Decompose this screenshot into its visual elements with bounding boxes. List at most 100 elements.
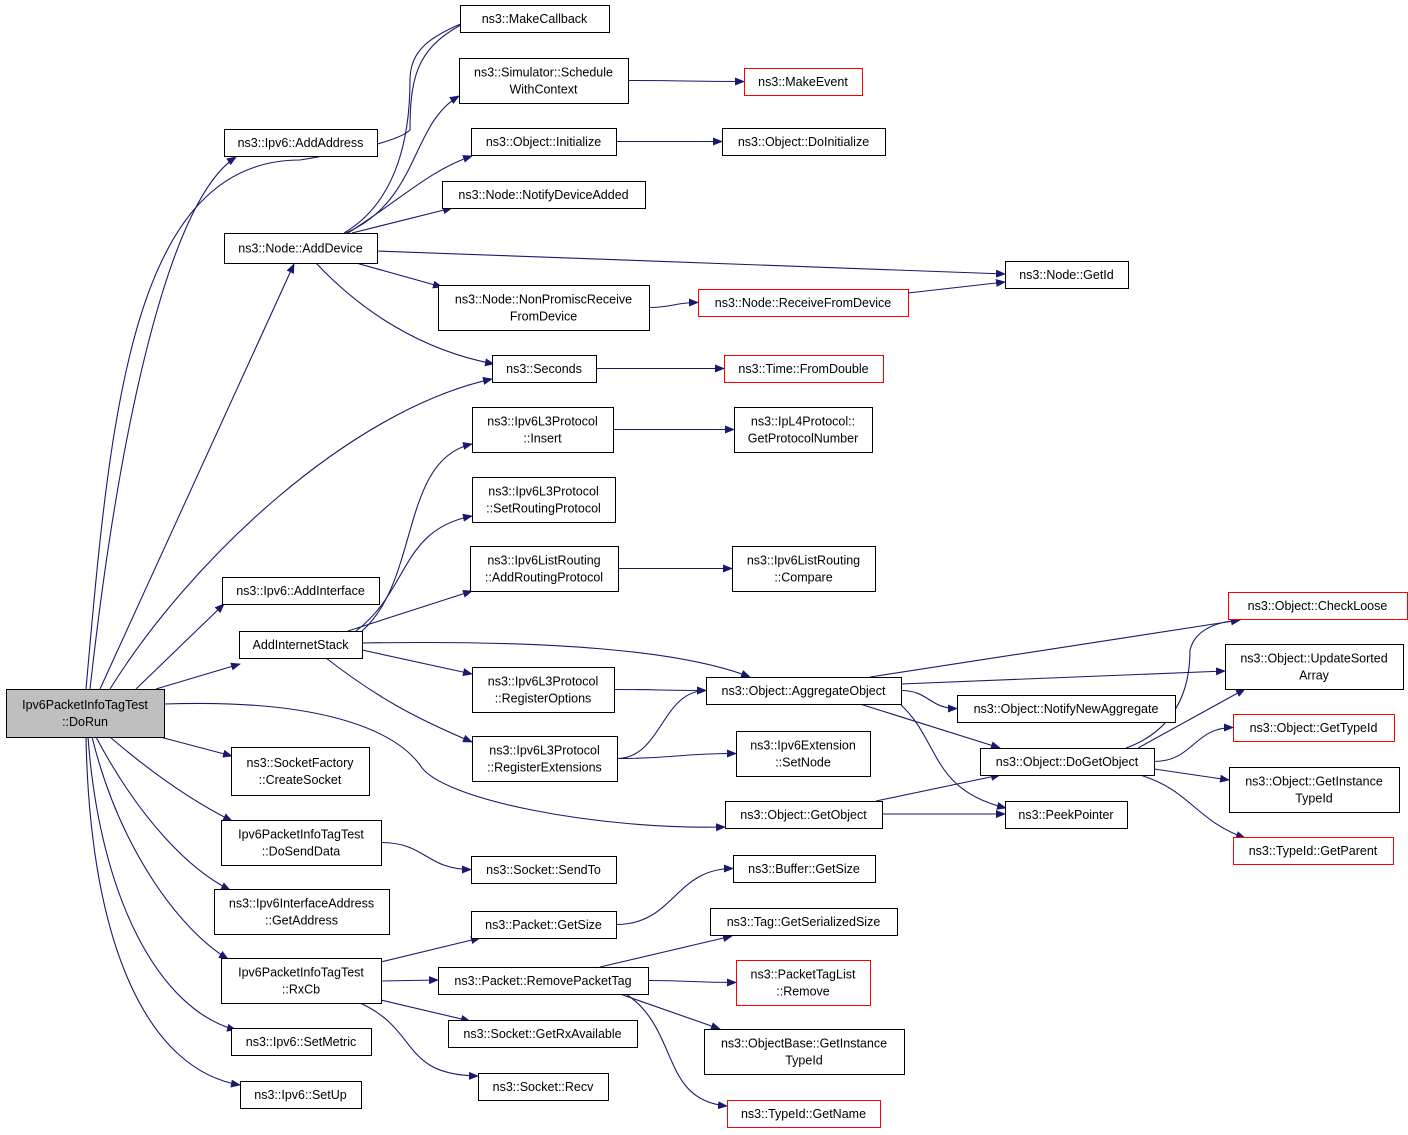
- node-box[interactable]: [471, 911, 617, 939]
- edge-object_aggregateobject-to-object_dogetobject: [859, 703, 1001, 750]
- node-box[interactable]: [472, 736, 618, 782]
- node-box[interactable]: [1233, 837, 1394, 865]
- node-typeid-getparent[interactable]: ns3::TypeId::GetParent: [1233, 837, 1394, 865]
- node-ipl4protocol-getprotocolnumber[interactable]: ns3::IpL4Protocol::GetProtocolNumber: [734, 407, 873, 453]
- node-node-getid[interactable]: ns3::Node::GetId: [1005, 261, 1129, 289]
- node-box[interactable]: [448, 1020, 638, 1048]
- node-time-fromdouble[interactable]: ns3::Time::FromDouble: [724, 355, 884, 383]
- node-buffer-getsize[interactable]: ns3::Buffer::GetSize: [733, 855, 876, 883]
- node-ipv6l3-registeroptions[interactable]: ns3::Ipv6L3Protocol::RegisterOptions: [472, 667, 615, 713]
- node-object-getobject[interactable]: ns3::Object::GetObject: [725, 801, 883, 829]
- node-box[interactable]: [478, 1073, 609, 1101]
- node-box[interactable]: [224, 129, 378, 157]
- node-tag-getserializedsize[interactable]: ns3::Tag::GetSerializedSize: [710, 908, 898, 936]
- node-box[interactable]: [442, 181, 646, 209]
- node-socket-sendto[interactable]: ns3::Socket::SendTo: [471, 856, 617, 884]
- node-object-dogetobject[interactable]: ns3::Object::DoGetObject: [980, 748, 1155, 776]
- node-box[interactable]: [734, 407, 873, 453]
- node-ipv6-setmetric[interactable]: ns3::Ipv6::SetMetric: [231, 1028, 372, 1056]
- node-box[interactable]: [438, 967, 649, 995]
- node-box[interactable]: [957, 695, 1176, 723]
- node-box[interactable]: [6, 689, 165, 738]
- node-object-notifynewaggregate[interactable]: ns3::Object::NotifyNewAggregate: [957, 695, 1176, 723]
- node-box[interactable]: [459, 58, 629, 104]
- node-box[interactable]: [224, 233, 378, 264]
- node-object-doinitialize[interactable]: ns3::Object::DoInitialize: [722, 128, 886, 156]
- node-node-notifydeviceadded[interactable]: ns3::Node::NotifyDeviceAdded: [442, 181, 646, 209]
- node-box[interactable]: [727, 1100, 881, 1128]
- node-ipv6listrouting-compare[interactable]: ns3::Ipv6ListRouting::Compare: [732, 546, 876, 592]
- node-box[interactable]: [222, 577, 380, 605]
- node-socketfactory-createsocket[interactable]: ns3::SocketFactory::CreateSocket: [231, 747, 370, 796]
- node-ipv6extension-setnode[interactable]: ns3::Ipv6Extension::SetNode: [736, 731, 871, 777]
- node-object-gettypeid[interactable]: ns3::Object::GetTypeId: [1233, 714, 1395, 742]
- node-box[interactable]: [725, 801, 883, 829]
- node-peekpointer[interactable]: ns3::PeekPointer: [1005, 801, 1128, 829]
- node-object-initialize[interactable]: ns3::Object::Initialize: [471, 128, 617, 156]
- node-box[interactable]: [736, 960, 871, 1006]
- node-box[interactable]: [1233, 714, 1395, 742]
- node-ipv6-setup[interactable]: ns3::Ipv6::SetUp: [240, 1081, 362, 1109]
- node-box[interactable]: [698, 289, 909, 317]
- node-object-aggregateobject[interactable]: ns3::Object::AggregateObject: [706, 677, 902, 705]
- node-seconds[interactable]: ns3::Seconds: [492, 355, 597, 383]
- node-makecallback[interactable]: ns3::MakeCallback: [460, 5, 610, 33]
- node-ipv6l3-registerextensions[interactable]: ns3::Ipv6L3Protocol::RegisterExtensions: [472, 736, 618, 782]
- node-box[interactable]: [1005, 801, 1128, 829]
- node-box[interactable]: [221, 958, 382, 1004]
- node-box[interactable]: [1225, 644, 1404, 690]
- node-box[interactable]: [214, 889, 390, 935]
- node-addinternetstack[interactable]: AddInternetStack: [239, 631, 363, 659]
- node-box[interactable]: [438, 285, 650, 331]
- node-box[interactable]: [732, 546, 876, 592]
- node-box[interactable]: [471, 856, 617, 884]
- node-box[interactable]: [240, 1081, 362, 1109]
- node-ipv6l3-insert[interactable]: ns3::Ipv6L3Protocol::Insert: [472, 407, 614, 453]
- node-packet-getsize[interactable]: ns3::Packet::GetSize: [471, 911, 617, 939]
- node-box[interactable]: [980, 748, 1155, 776]
- node-box[interactable]: [1229, 767, 1400, 813]
- node-ipv6-addinterface[interactable]: ns3::Ipv6::AddInterface: [222, 577, 380, 605]
- node-node-adddevice[interactable]: ns3::Node::AddDevice: [224, 233, 378, 264]
- node-box[interactable]: [1005, 261, 1129, 289]
- node-socket-getrxavailable[interactable]: ns3::Socket::GetRxAvailable: [448, 1020, 638, 1048]
- node-packettaglist-remove[interactable]: ns3::PacketTagList::Remove: [736, 960, 871, 1006]
- node-ipv6interfaceaddress-getaddress[interactable]: ns3::Ipv6InterfaceAddress::GetAddress: [214, 889, 390, 935]
- node-ipv6-addaddress[interactable]: ns3::Ipv6::AddAddress: [224, 129, 378, 157]
- node-box[interactable]: [733, 855, 876, 883]
- node-box[interactable]: [231, 747, 370, 796]
- node-box[interactable]: [231, 1028, 372, 1056]
- node-box[interactable]: [704, 1029, 905, 1075]
- node-box[interactable]: [460, 5, 610, 33]
- node-box[interactable]: [221, 820, 382, 866]
- node-box[interactable]: [471, 128, 617, 156]
- node-box[interactable]: [722, 128, 886, 156]
- node-box[interactable]: [239, 631, 363, 659]
- node-node-receivefromdevice[interactable]: ns3::Node::ReceiveFromDevice: [698, 289, 909, 317]
- node-makeevent[interactable]: ns3::MakeEvent: [744, 68, 863, 96]
- node-object-checkloose[interactable]: ns3::Object::CheckLoose: [1228, 592, 1408, 620]
- node-box[interactable]: [736, 731, 871, 777]
- node-box[interactable]: [744, 68, 863, 96]
- node-box[interactable]: [472, 407, 614, 453]
- node-rxcb[interactable]: Ipv6PacketInfoTagTest::RxCb: [221, 958, 382, 1004]
- node-box[interactable]: [470, 546, 619, 592]
- node-dosenddata[interactable]: Ipv6PacketInfoTagTest::DoSendData: [221, 820, 382, 866]
- node-dorun[interactable]: Ipv6PacketInfoTagTest::DoRun: [6, 689, 165, 738]
- node-packet-removepackettag[interactable]: ns3::Packet::RemovePacketTag: [438, 967, 649, 995]
- node-box[interactable]: [710, 908, 898, 936]
- node-box[interactable]: [492, 355, 597, 383]
- node-ipv6l3-setroutingprotocol[interactable]: ns3::Ipv6L3Protocol::SetRoutingProtocol: [472, 477, 616, 523]
- node-ipv6listrouting-addroutingprotocol[interactable]: ns3::Ipv6ListRouting::AddRoutingProtocol: [470, 546, 619, 592]
- node-box[interactable]: [472, 477, 616, 523]
- node-box[interactable]: [472, 667, 615, 713]
- node-box[interactable]: [724, 355, 884, 383]
- node-box[interactable]: [706, 677, 902, 705]
- node-typeid-getname[interactable]: ns3::TypeId::GetName: [727, 1100, 881, 1128]
- node-socket-recv[interactable]: ns3::Socket::Recv: [478, 1073, 609, 1101]
